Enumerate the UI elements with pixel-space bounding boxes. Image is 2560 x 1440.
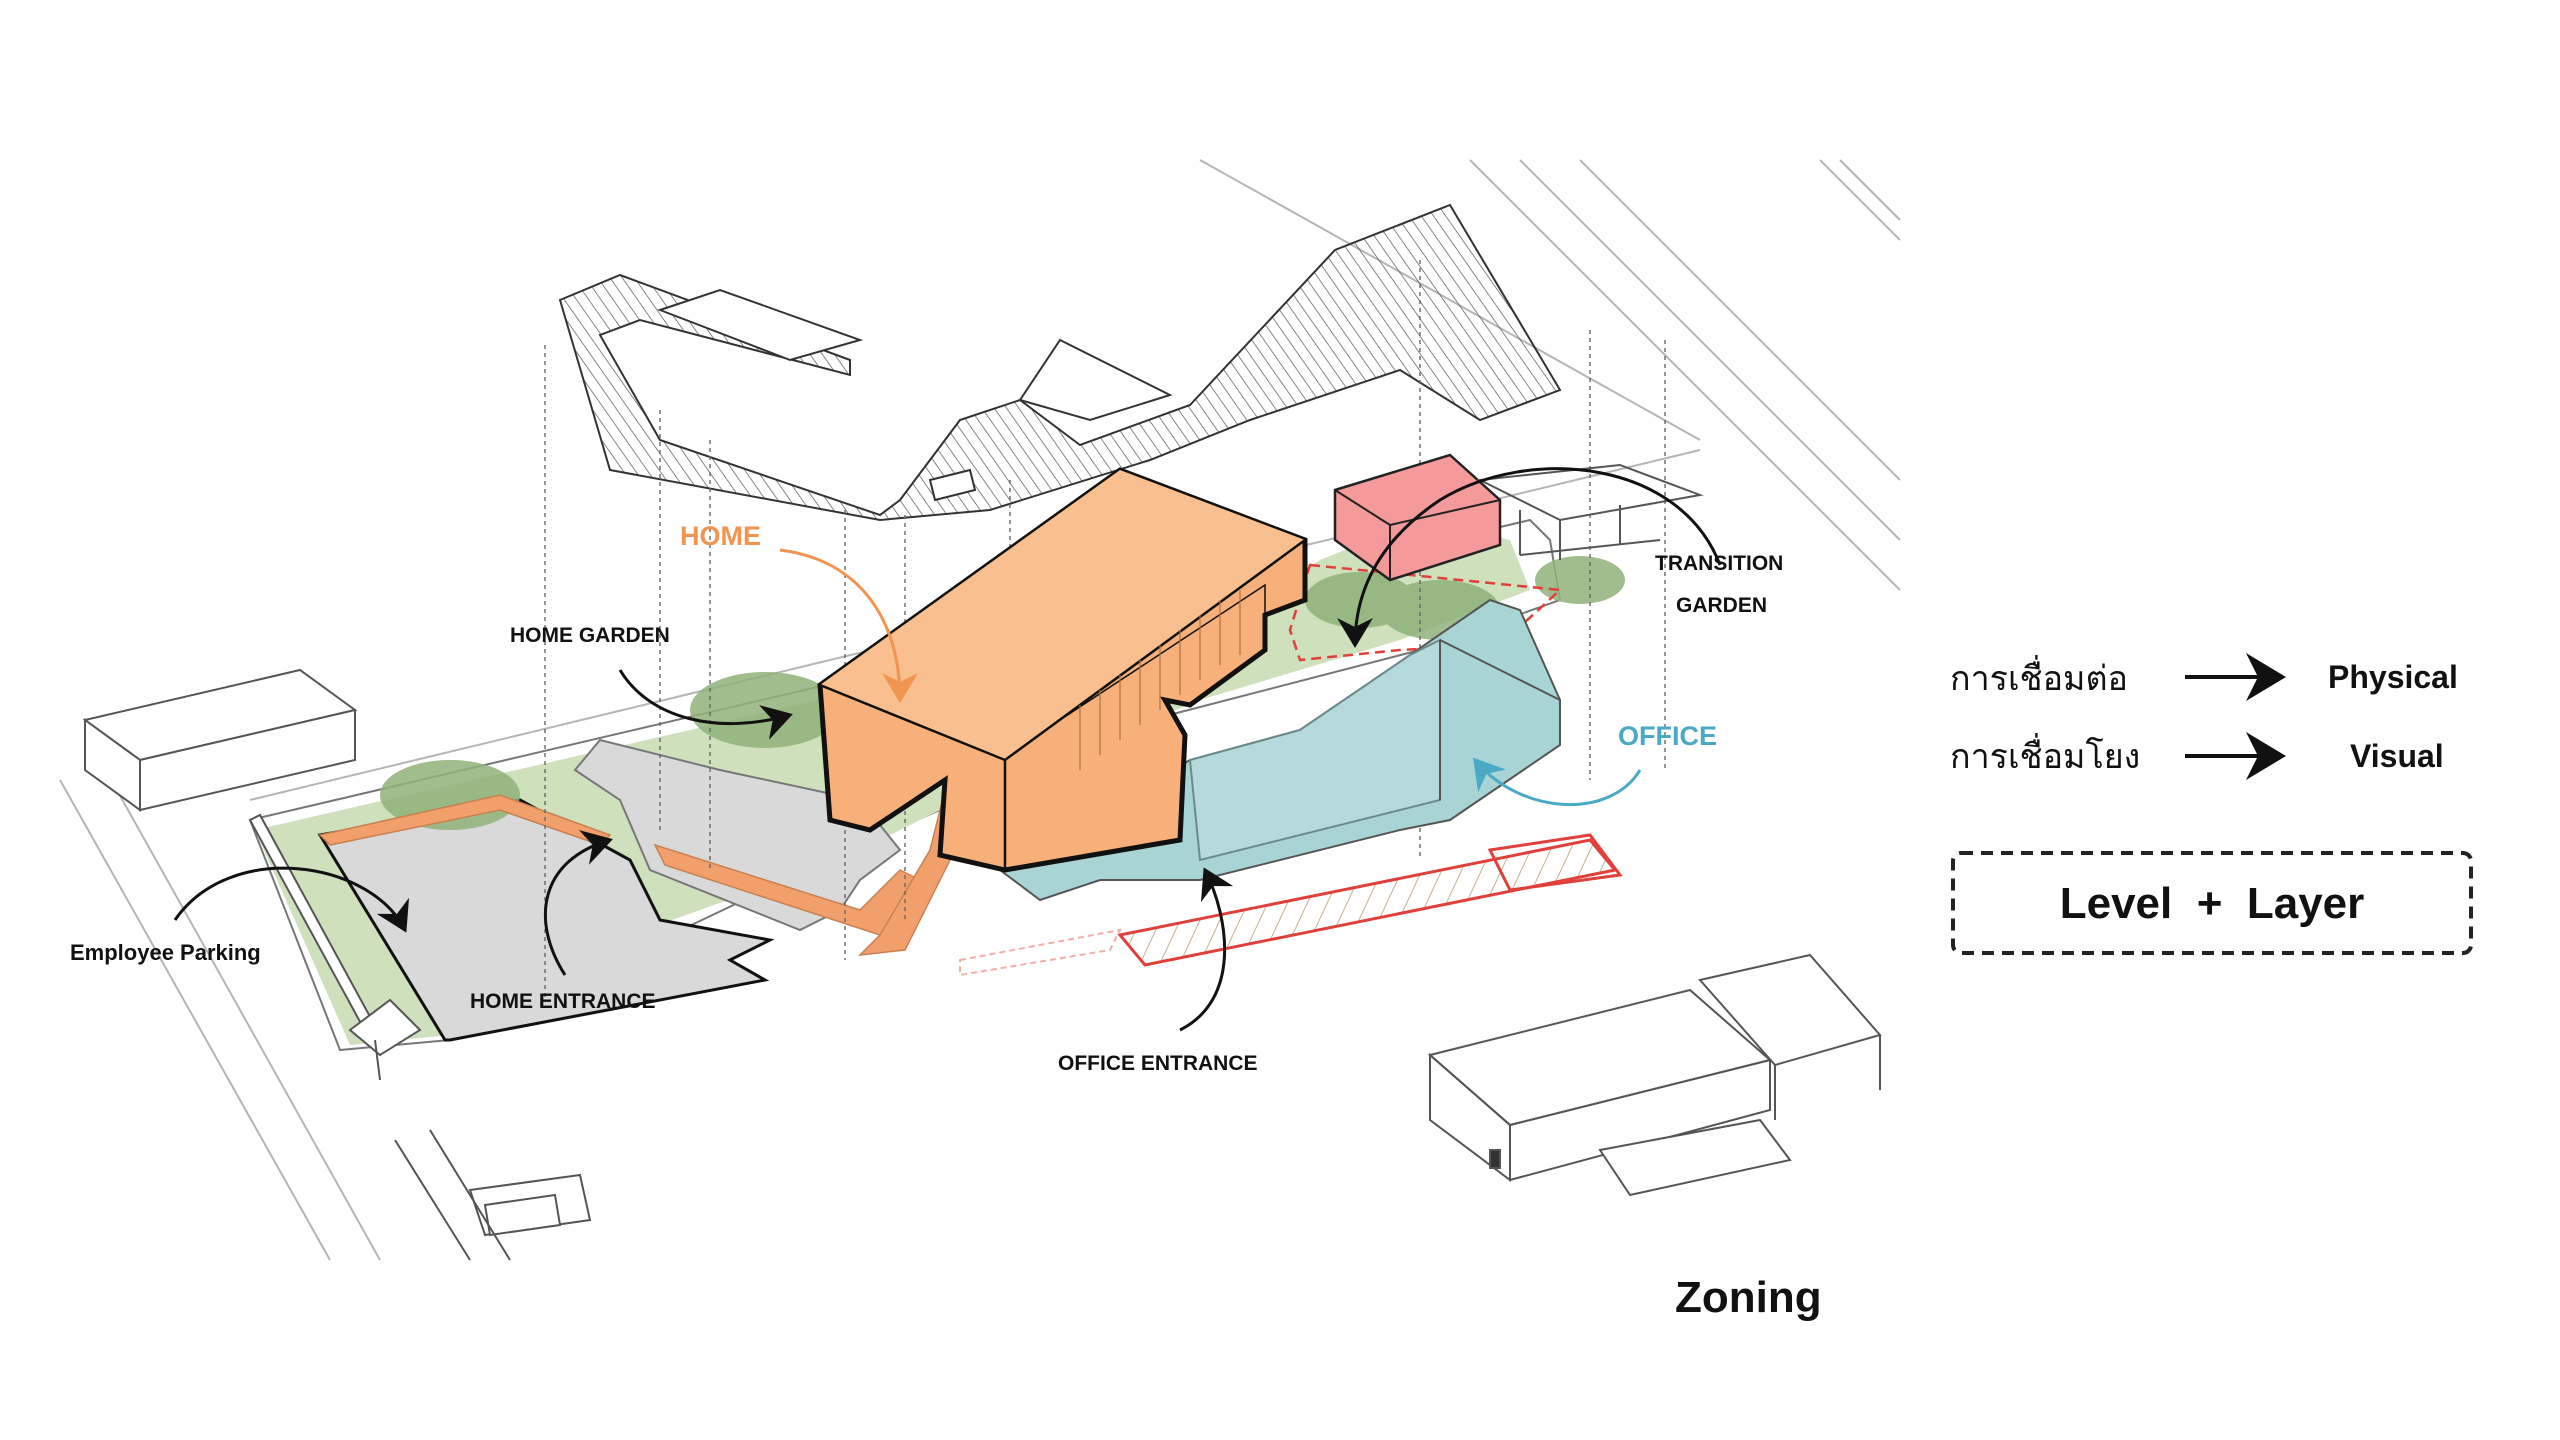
legend-physical-label: Physical	[2328, 659, 2458, 695]
office-zone-label: OFFICE	[1618, 721, 1717, 751]
legend-physical-thai: การเชื่อมต่อ	[1950, 655, 2128, 699]
level-layer-label: Level + Layer	[2060, 879, 2365, 928]
home-arrow	[779, 548, 918, 703]
home-garden-label: HOME GARDEN	[510, 624, 670, 647]
legend-visual-label: Visual	[2350, 738, 2444, 774]
connection-arrows	[173, 467, 1722, 1032]
home-volume	[817, 467, 1308, 873]
home-entrance-paving	[573, 738, 902, 932]
office-arrow	[1473, 757, 1642, 807]
transition-label-line1: TRANSITION	[1655, 552, 1783, 575]
employee-parking-label: Employee Parking	[70, 940, 261, 965]
home-garden-arrow	[618, 669, 793, 740]
diagram-labels: HOME OFFICE HOME GARDEN TRANSITION GARDE…	[70, 521, 1822, 1322]
legend: การเชื่อมต่อ Physical การเชื่อมโยง Visua…	[1950, 653, 2473, 955]
level-layer-box	[1951, 851, 2473, 955]
office-entrance-arrow	[1179, 867, 1234, 1032]
home-zone-label: HOME	[680, 521, 761, 551]
upper-roof-building	[558, 203, 1562, 522]
transition-arrow	[1337, 467, 1722, 648]
home-entrance-arrow	[544, 830, 613, 976]
office-entrance-label: OFFICE ENTRANCE	[1058, 1052, 1258, 1075]
legend-visual-thai: การเชื่อมโยง	[1950, 733, 2140, 777]
home-entrance-label: HOME ENTRANCE	[470, 990, 656, 1013]
neighbor-building-left	[82, 668, 358, 812]
parking-canopy	[248, 813, 422, 1081]
zoning-title: Zoning	[1675, 1273, 1822, 1322]
employee-parking-arrow	[173, 866, 409, 933]
small-structure-bottom-left	[394, 1129, 592, 1261]
transition-label-line2: GARDEN	[1676, 594, 1767, 617]
bottom-right-buildings	[1427, 953, 1882, 1197]
office-entrance-ramp	[959, 833, 1623, 977]
